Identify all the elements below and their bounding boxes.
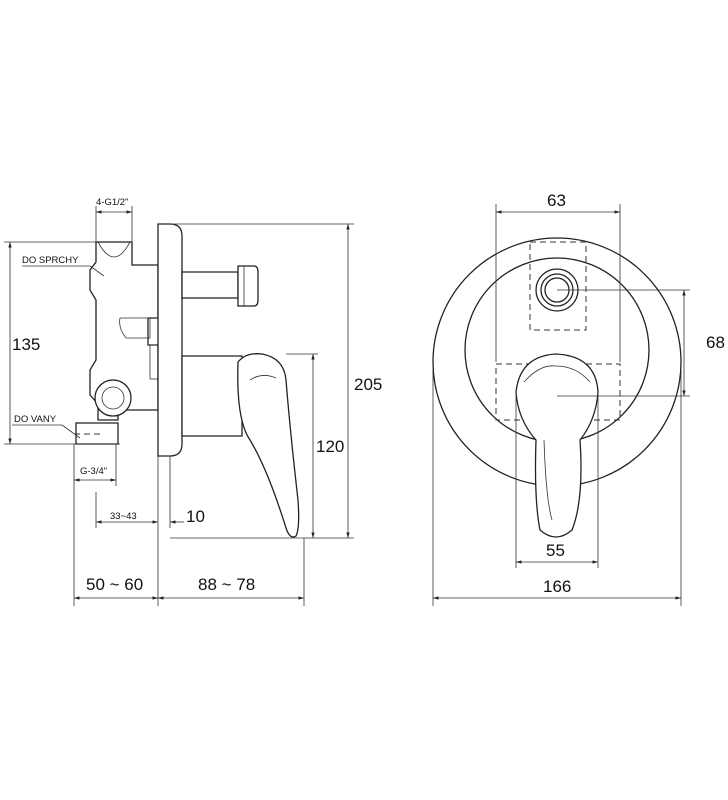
diverter-housing (529, 241, 587, 331)
front-view: 63 68 55 166 (432, 191, 725, 606)
dim-offset-right: 68 (706, 333, 725, 352)
label-bottom-thread: G-3/4" (80, 466, 107, 477)
body-detail (119, 317, 151, 339)
bath-outlet-inner (101, 386, 125, 410)
bath-outlet-ring (94, 379, 132, 417)
dim-diameter: 166 (543, 577, 571, 596)
dim-height-body: 135 (12, 335, 40, 354)
dim-height-handle: 120 (316, 437, 344, 456)
diverter-knob (237, 265, 259, 307)
dim-adjust-range: 33~43 (110, 511, 137, 522)
dim-height-total: 205 (354, 375, 382, 394)
lever-handle (237, 353, 300, 538)
dim-plate-thickness: 10 (186, 507, 205, 526)
top-outlet (97, 241, 131, 258)
dim-depth-front: 88 ~ 78 (198, 575, 255, 594)
diverter-stem (181, 271, 239, 299)
front-lever-handle (515, 353, 599, 538)
dim-width-top: 63 (547, 191, 566, 210)
wall-plate (157, 223, 183, 457)
label-top-thread: 4-G1/2" (96, 197, 128, 208)
dim-width-handle: 55 (546, 541, 565, 560)
dim-depth-body: 50 ~ 60 (86, 575, 143, 594)
label-shower-outlet: DO SPRCHY (22, 255, 79, 266)
label-bath-outlet: DO VANY (14, 414, 57, 425)
side-view: 4-G1/2" DO SPRCHY DO VANY G-3/4" 135 205… (4, 197, 382, 606)
handle-base (181, 355, 243, 437)
